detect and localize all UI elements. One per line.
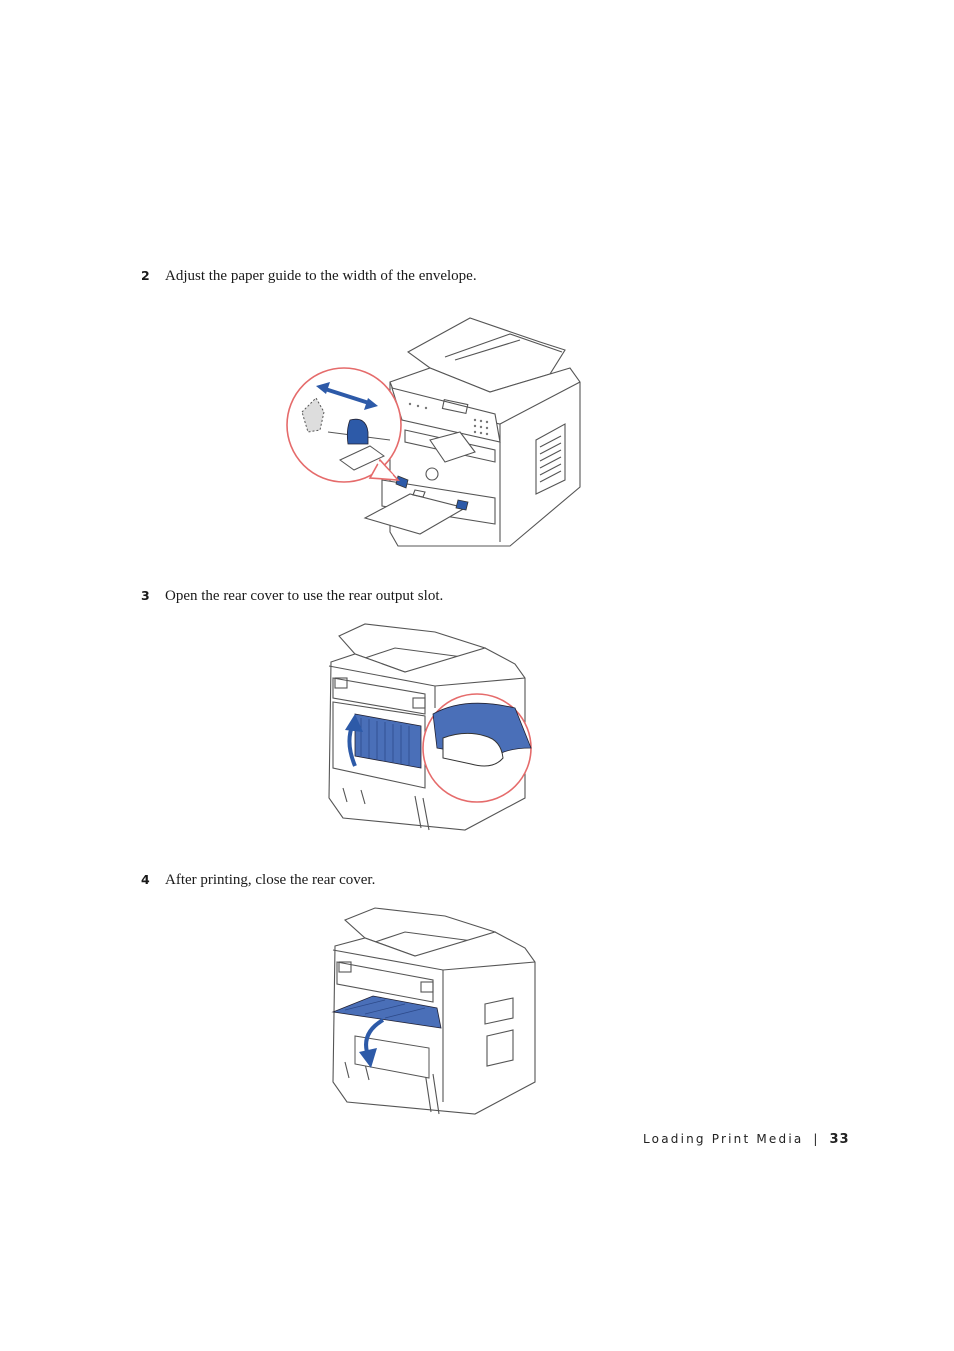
figure-adjust-paper-guide [286,317,581,547]
step-2: 2 Adjust the paper guide to the width of … [141,267,477,285]
footer-section-title: Loading Print Media [643,1132,804,1146]
step-number: 3 [141,588,150,603]
footer-separator: | [813,1132,818,1146]
step-4: 4 After printing, close the rear cover. [141,871,375,889]
figure-open-rear-cover [328,623,532,831]
step-text: After printing, close the rear cover. [165,872,376,888]
page-footer: Loading Print Media | 33 [643,1132,850,1147]
step-number: 4 [141,872,150,887]
page-number: 33 [829,1132,850,1147]
step-3: 3 Open the rear cover to use the rear out… [141,587,443,605]
step-text: Open the rear cover to use the rear outp… [165,588,444,604]
step-number: 2 [141,268,150,283]
figure-close-rear-cover [331,907,536,1115]
step-text: Adjust the paper guide to the width of t… [165,268,477,284]
